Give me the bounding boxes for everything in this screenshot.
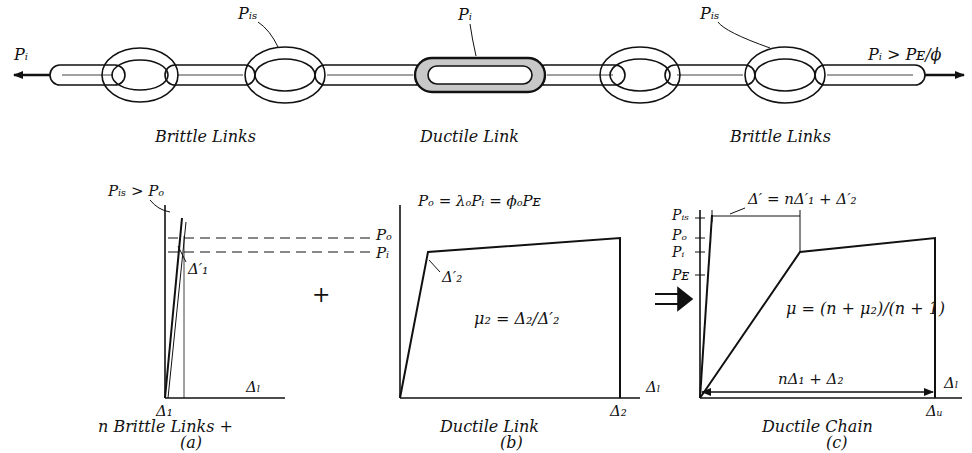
label: Ductile Link [440,418,539,436]
label: Pᵢ [376,244,389,262]
label: Brittle Links [730,128,831,146]
label: Pᵢ > Pᴇ/ϕ [868,46,941,64]
label: (a) [180,434,202,452]
label: Δₗ [944,374,958,392]
label: n Brittle Links + [98,418,233,436]
label: Pᵢ [14,46,28,64]
label: Pᵢₛ [700,5,719,23]
label: Pₒ = λₒPᵢ = ϕₒPᴇ [418,192,541,210]
label: Δₗ [246,378,260,396]
label: Pₒ [672,226,687,244]
label: (c) [826,434,847,452]
label: Pᵢ [458,6,472,24]
label: Pᴇ [672,266,689,284]
label: Brittle Links [155,128,256,146]
label: Ductile Chain [762,418,873,436]
label: μ = (n + μ₂)/(n + 1) [786,300,945,318]
label: Δ′ = nΔ′₁ + Δ′₂ [748,190,857,208]
label: Δ′₁ [188,260,208,278]
label: Δₗ [646,378,660,396]
label: Pₒ [376,226,392,244]
label: Ductile Link [420,128,519,146]
label: (b) [500,434,523,452]
label: Δ′₂ [442,268,462,286]
label: Pᵢₛ > Pₒ [108,182,164,200]
label: Pᵢₛ [238,5,257,23]
label: Δᵤ [926,402,943,420]
label: μ₂ = Δ₂/Δ′₂ [474,310,559,328]
label: Pᵢ [672,243,684,261]
label: Pᵢₛ [672,206,689,224]
label: Δ₂ [610,402,627,420]
label: + [312,286,330,304]
label: nΔ₁ + Δ₂ [778,370,843,388]
